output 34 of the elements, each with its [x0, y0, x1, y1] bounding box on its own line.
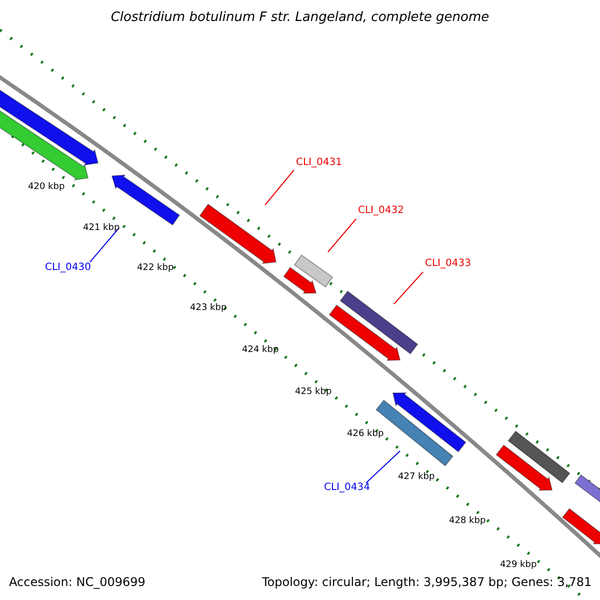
gene-label: CLI_0432 — [358, 206, 404, 216]
scale-label: 422 kbp — [137, 264, 174, 273]
genome-info-text: Topology: circular; Length: 3,995,387 bp; Genes: 3,781 — [262, 576, 592, 588]
scale-label: 427 kbp — [398, 473, 435, 482]
accession-text: Accession: NC_009699 — [9, 576, 146, 588]
gene-label: CLI_0434 — [324, 483, 370, 493]
diagram-title: Clostridium botulinum F str. Langeland, complete genome — [110, 11, 490, 24]
leader-line — [90, 228, 120, 262]
gene-feature — [574, 474, 600, 505]
scale-label: 421 kbp — [83, 224, 120, 233]
scale-label: 429 kbp — [500, 561, 537, 570]
scale-label: 425 kbp — [295, 388, 332, 397]
gene-label: CLI_0430 — [45, 263, 91, 273]
leader-line — [366, 450, 400, 484]
gene-feature — [340, 290, 418, 354]
gene-feature — [0, 110, 89, 181]
scale-label: 420 kbp — [28, 183, 65, 192]
leader-line — [328, 218, 356, 252]
gene-feature — [562, 508, 600, 545]
scale-label: 424 kbp — [242, 346, 279, 355]
gene-feature — [496, 444, 553, 491]
scale-label: 426 kbp — [347, 430, 384, 439]
gene-feature — [294, 254, 334, 288]
leader-line — [394, 272, 424, 304]
gene-label: CLI_0431 — [296, 158, 342, 168]
gene-feature — [392, 392, 466, 452]
scale-label: 423 kbp — [190, 304, 227, 313]
gene-feature — [508, 430, 570, 484]
gene-feature — [199, 204, 277, 264]
scale-label: 428 kbp — [449, 517, 486, 526]
gene-label: CLI_0433 — [425, 259, 471, 269]
gene-feature — [328, 304, 401, 361]
leader-line — [264, 170, 294, 206]
gene-feature — [283, 266, 317, 294]
